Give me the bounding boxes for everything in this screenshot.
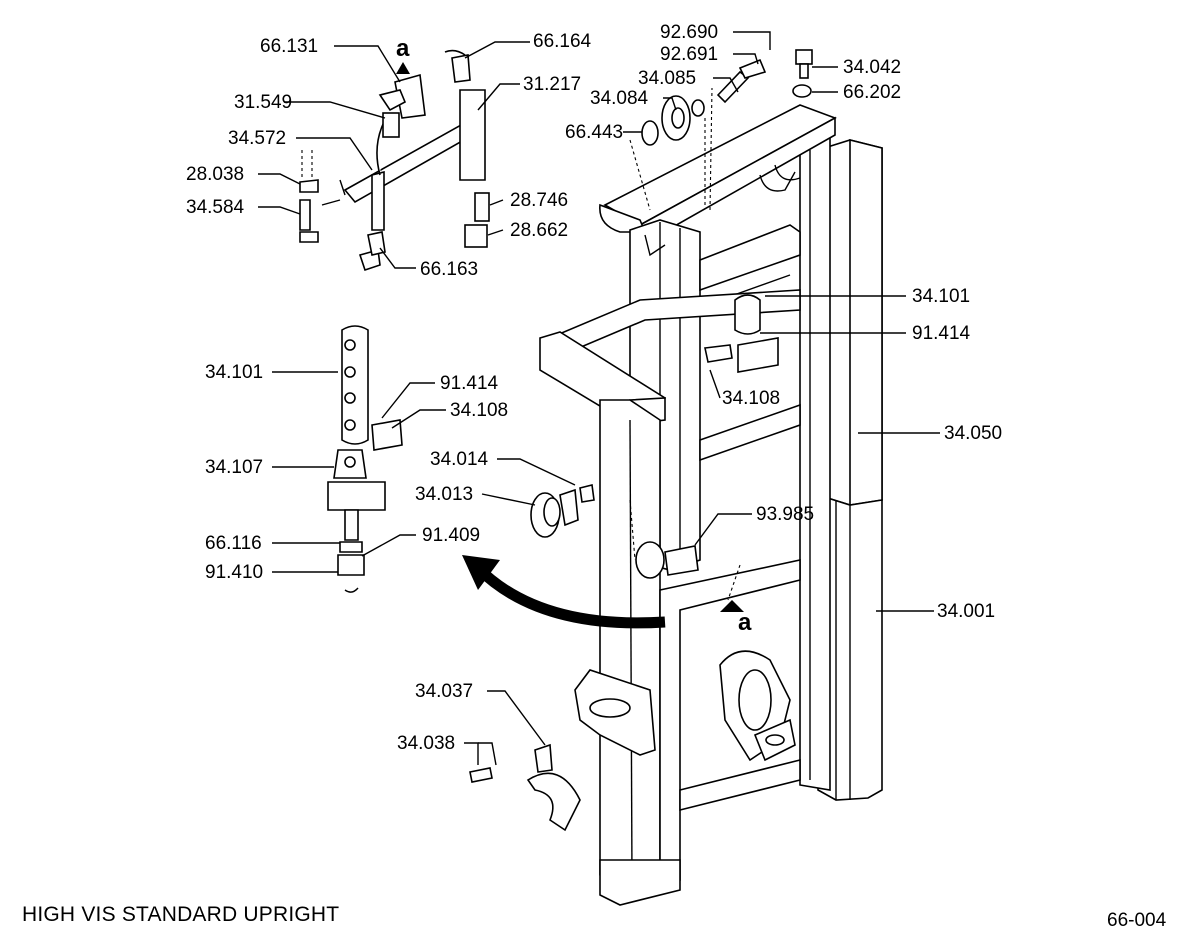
label-28-746: 28.746 [510,190,568,211]
label-66-163: 66.163 [420,259,478,280]
label-28-038: 28.038 [186,164,244,185]
hydraulic-fittings [299,49,490,272]
label-34-001: 34.001 [937,601,995,622]
roller-parts [469,49,813,832]
label-92-690: 92.690 [660,22,718,43]
label-34-108-left: 34.108 [450,400,508,421]
label-34-013: 34.013 [415,484,473,505]
label-28-662: 28.662 [510,220,568,241]
label-34-085: 34.085 [638,68,696,89]
mast-assembly [539,87,883,906]
label-66-443: 66.443 [565,122,623,143]
label-34-014: 34.014 [430,449,489,470]
label-34-107: 34.107 [205,457,263,478]
label-91-409: 91.409 [422,525,480,546]
view-marker-a-top: a [396,35,410,62]
label-34-101-right: 34.101 [912,286,970,307]
label-91-410: 91.410 [205,562,263,583]
label-93-985: 93.985 [756,504,814,525]
label-34-084: 34.084 [590,88,649,109]
label-34-572: 34.572 [228,128,286,149]
label-91-414-left: 91.414 [440,373,499,394]
detail-arrowhead [462,555,500,590]
leader-lines [258,31,940,766]
label-34-038: 34.038 [397,733,455,754]
diagram-title: HIGH VIS STANDARD UPRIGHT [22,903,340,926]
label-91-414-right: 91.414 [912,323,971,344]
label-34-042: 34.042 [843,57,901,78]
label-34-101-left: 34.101 [205,362,263,383]
label-66-116: 66.116 [205,533,262,554]
part-labels: 66.131 66.164 31.217 31.549 34.572 28.03… [186,22,1002,754]
label-34-584: 34.584 [186,197,245,218]
label-66-202: 66.202 [843,82,901,103]
label-66-131: 66.131 [260,36,318,57]
view-marker-a-bottom: a [738,609,752,636]
label-34-037: 34.037 [415,681,473,702]
figure-code: 66-004 [1107,910,1167,931]
label-92-691: 92.691 [660,44,718,65]
view-arrow-a-bottom [720,600,744,612]
label-34-108-right: 34.108 [722,388,780,409]
label-31-549: 31.549 [234,92,292,113]
detail-arrow [474,564,666,629]
label-31-217: 31.217 [523,74,581,95]
label-34-050: 34.050 [944,423,1002,444]
view-arrow-a-top [396,62,410,74]
chain-anchor-detail [327,325,403,593]
label-66-164: 66.164 [533,31,592,52]
